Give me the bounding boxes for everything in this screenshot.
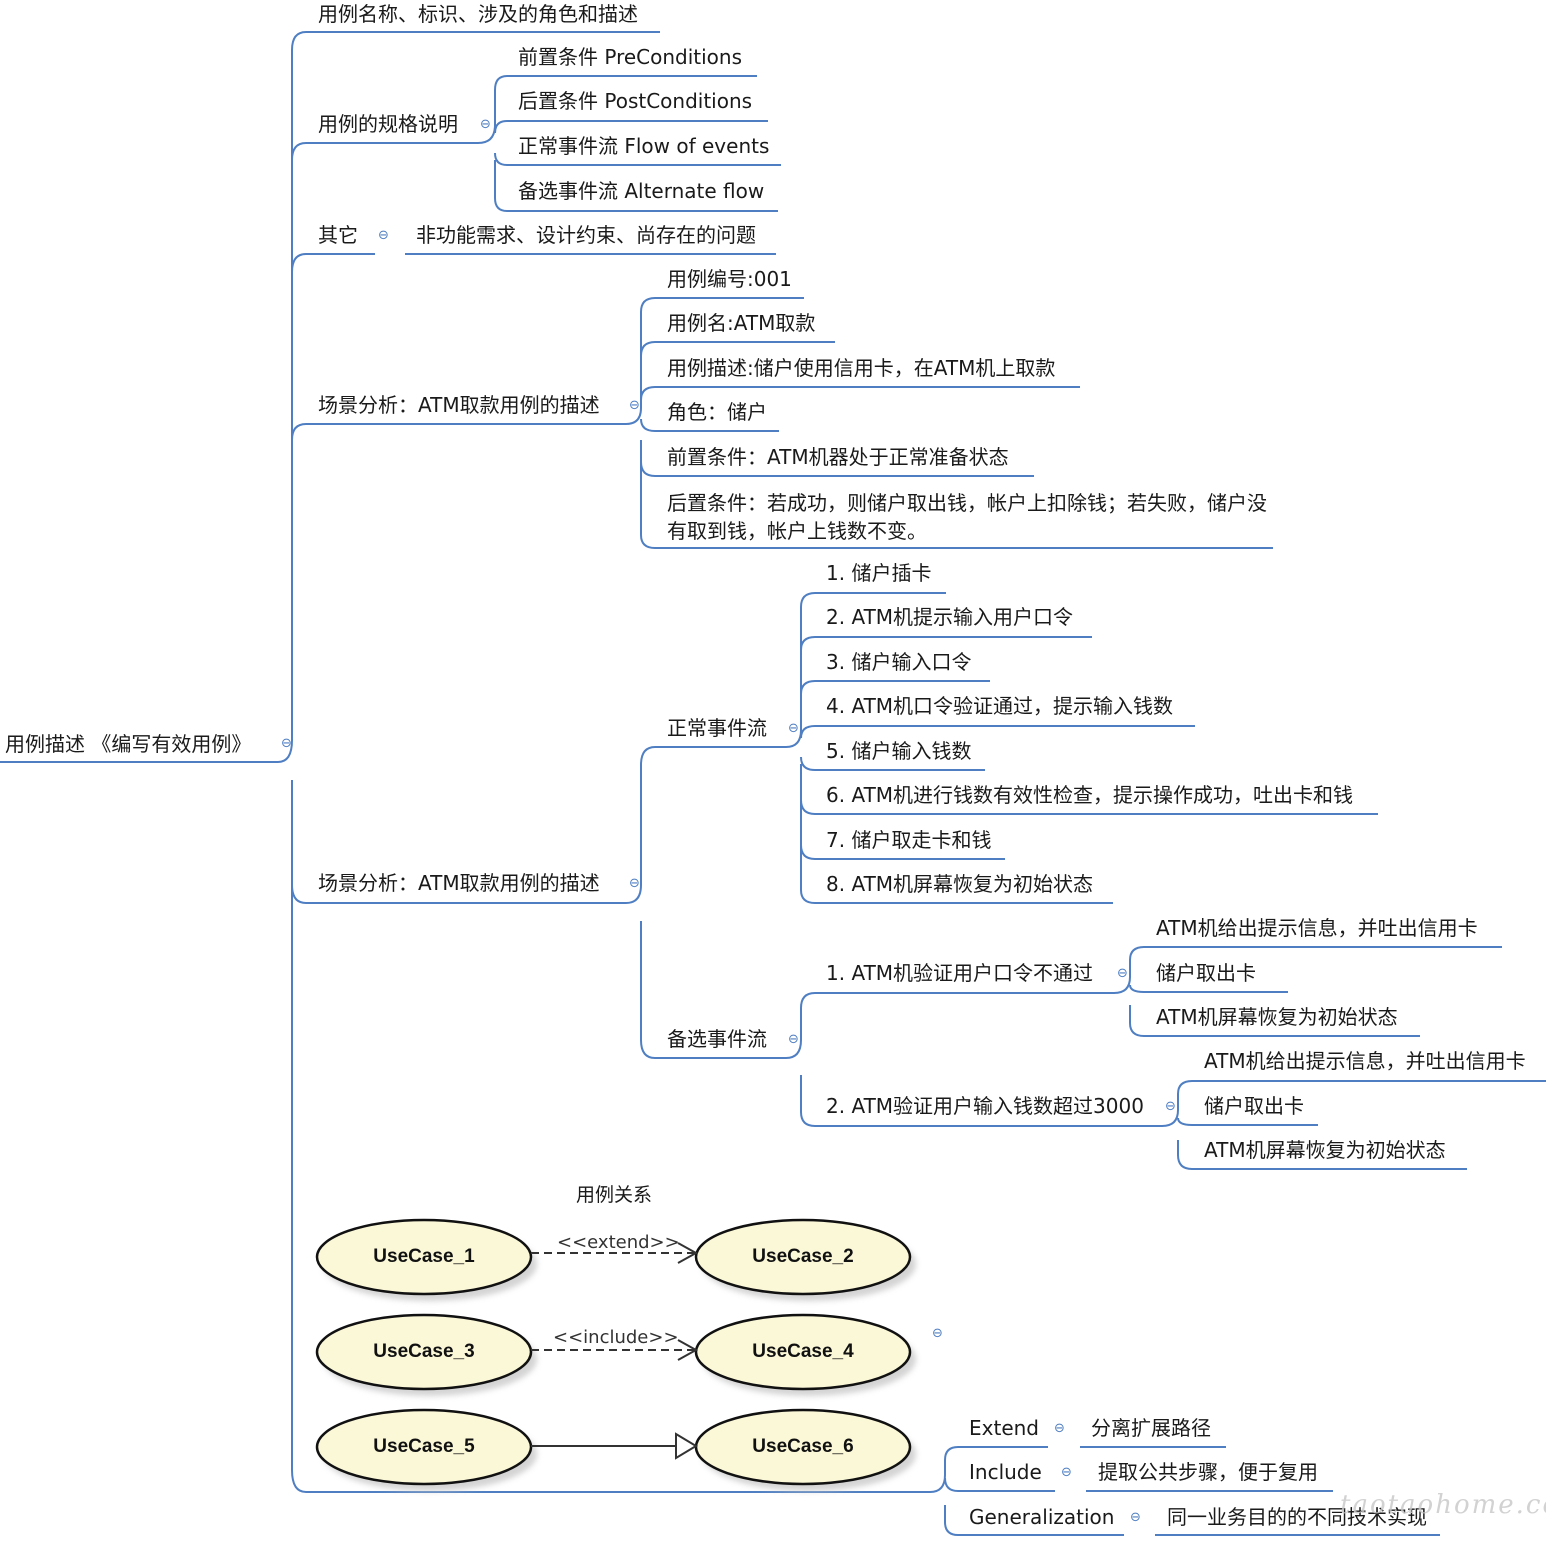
alternate-step[interactable]: ATM机给出提示信息，并吐出信用卡 xyxy=(1204,1049,1526,1073)
normal-step[interactable]: 2. ATM机提示输入用户口令 xyxy=(826,605,1074,629)
collapse-icon[interactable]: ⊖ xyxy=(629,398,640,413)
usecase-3-label[interactable]: UseCase_3 xyxy=(373,1341,475,1362)
scenario-description[interactable]: 用例描述:储户使用信用卡，在ATM机上取款 xyxy=(667,356,1056,380)
alternate-step[interactable]: ATM机屏幕恢复为初始状态 xyxy=(1156,1005,1398,1029)
legend-include[interactable]: Include xyxy=(969,1460,1042,1484)
usecase-5-label[interactable]: UseCase_5 xyxy=(373,1436,475,1457)
legend-extend-desc[interactable]: 分离扩展路径 xyxy=(1091,1416,1211,1440)
branch-scenario-2[interactable]: 场景分析：ATM取款用例的描述 xyxy=(318,871,600,895)
normal-step[interactable]: 6. ATM机进行钱数有效性检查，提示操作成功，吐出卡和钱 xyxy=(826,783,1354,807)
usecase-1-ellipse xyxy=(315,1218,533,1296)
scenario-id[interactable]: 用例编号:001 xyxy=(667,267,792,291)
usecase-6-label[interactable]: UseCase_6 xyxy=(752,1436,854,1457)
include-arrow-head xyxy=(677,1339,699,1361)
usecase-2-ellipse xyxy=(694,1218,912,1296)
usecase-2-label[interactable]: UseCase_2 xyxy=(752,1246,854,1267)
normal-step[interactable]: 1. 储户插卡 xyxy=(826,561,932,585)
include-label: <<include>> xyxy=(553,1327,679,1348)
collapse-icon[interactable]: ⊖ xyxy=(1130,1510,1141,1525)
generalization-arrow-head xyxy=(675,1432,698,1460)
spec-flow-of-events[interactable]: 正常事件流 Flow of events xyxy=(518,134,770,158)
normal-step[interactable]: 8. ATM机屏幕恢复为初始状态 xyxy=(826,872,1094,896)
alternate-case-1[interactable]: 1. ATM机验证用户口令不通过 xyxy=(826,961,1094,985)
usecase-4-label[interactable]: UseCase_4 xyxy=(752,1341,854,1362)
normal-step[interactable]: 7. 储户取走卡和钱 xyxy=(826,828,992,852)
scenario-postcondition[interactable]: 后置条件：若成功，则储户取出钱，帐户上扣除钱；若失败，储户没有取到钱，帐户上钱数… xyxy=(667,491,1267,543)
collapse-icon[interactable]: ⊖ xyxy=(932,1326,943,1341)
usecase-1-label[interactable]: UseCase_1 xyxy=(373,1246,475,1267)
alternate-step[interactable]: 储户取出卡 xyxy=(1156,961,1256,985)
alternate-case-2[interactable]: 2. ATM验证用户输入钱数超过3000 xyxy=(826,1094,1144,1118)
alternate-step[interactable]: ATM机屏幕恢复为初始状态 xyxy=(1204,1138,1446,1162)
scenario-role[interactable]: 角色：储户 xyxy=(667,400,767,424)
scenario-precondition[interactable]: 前置条件：ATM机器处于正常准备状态 xyxy=(667,445,1009,469)
normal-step[interactable]: 3. 储户输入口令 xyxy=(826,650,972,674)
collapse-icon[interactable]: ⊖ xyxy=(1165,1099,1176,1114)
collapse-icon[interactable]: ⊖ xyxy=(480,117,491,132)
branch-other[interactable]: 其它 xyxy=(318,223,358,247)
other-nonfunctional[interactable]: 非功能需求、设计约束、尚存在的问题 xyxy=(416,223,756,247)
extend-arrow-head xyxy=(677,1242,699,1264)
usecase-3-ellipse xyxy=(315,1313,533,1391)
scenario-name[interactable]: 用例名:ATM取款 xyxy=(667,311,816,335)
collapse-icon[interactable]: ⊖ xyxy=(1061,1465,1072,1480)
collapse-icon[interactable]: ⊖ xyxy=(281,736,292,751)
usecase-ellipses xyxy=(315,1218,916,1491)
branch-usecase-spec[interactable]: 用例的规格说明 xyxy=(318,112,458,136)
usecase-4-ellipse xyxy=(694,1313,912,1391)
collapse-icon[interactable]: ⊖ xyxy=(378,228,389,243)
alternate-step[interactable]: 储户取出卡 xyxy=(1204,1094,1304,1118)
legend-generalization-desc[interactable]: 同一业务目的的不同技术实现 xyxy=(1167,1505,1427,1529)
alternate-flow[interactable]: 备选事件流 xyxy=(667,1027,767,1051)
alternate-step[interactable]: ATM机给出提示信息，并吐出信用卡 xyxy=(1156,916,1478,940)
collapse-icon[interactable]: ⊖ xyxy=(629,876,640,891)
collapse-icon[interactable]: ⊖ xyxy=(1054,1421,1065,1436)
legend-generalization[interactable]: Generalization xyxy=(969,1505,1115,1529)
collapse-icon[interactable]: ⊖ xyxy=(788,1032,799,1047)
branch-scenario-1[interactable]: 场景分析：ATM取款用例的描述 xyxy=(318,393,600,417)
spec-alternate-flow[interactable]: 备选事件流 Alternate flow xyxy=(518,179,765,203)
extend-label: <<extend>> xyxy=(557,1232,680,1253)
collapse-icon[interactable]: ⊖ xyxy=(1117,966,1128,981)
diagram-title: 用例关系 xyxy=(576,1184,653,1206)
normal-step[interactable]: 4. ATM机口令验证通过，提示输入钱数 xyxy=(826,694,1174,718)
legend-extend[interactable]: Extend xyxy=(969,1416,1039,1440)
normal-step[interactable]: 5. 储户输入钱数 xyxy=(826,739,972,763)
watermark: taotaohome.com xyxy=(1340,1490,1546,1520)
spec-preconditions[interactable]: 前置条件 PreConditions xyxy=(518,45,743,69)
branch-usecase-name[interactable]: 用例名称、标识、涉及的角色和描述 xyxy=(318,2,638,26)
spec-postconditions[interactable]: 后置条件 PostConditions xyxy=(518,89,753,113)
legend-include-desc[interactable]: 提取公共步骤，便于复用 xyxy=(1098,1460,1318,1484)
collapse-icon[interactable]: ⊖ xyxy=(788,721,799,736)
normal-flow[interactable]: 正常事件流 xyxy=(667,716,767,740)
root-node[interactable]: 用例描述 《编写有效用例》 xyxy=(5,732,252,756)
